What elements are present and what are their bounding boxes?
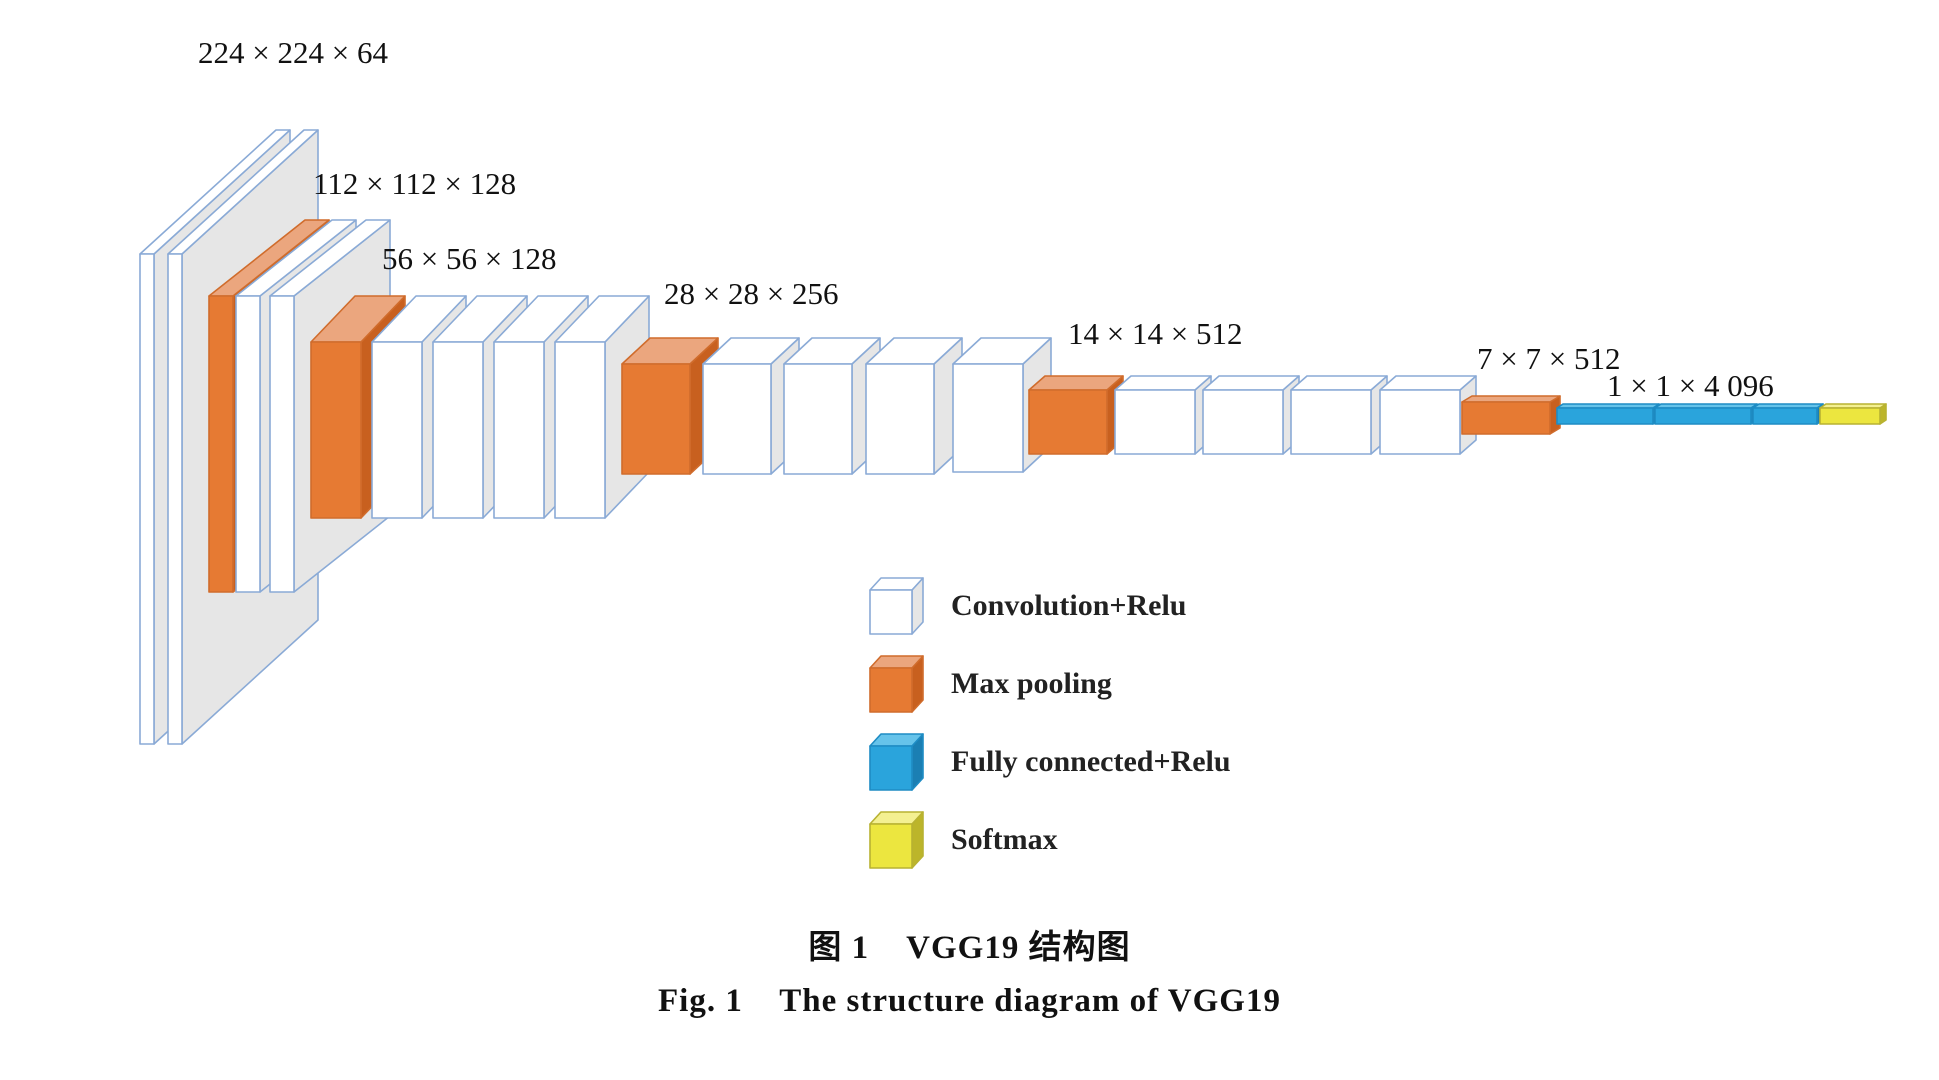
conv-block4-layer2	[783, 337, 881, 475]
conv-block5-layer2-front	[1202, 389, 1284, 455]
conv-block4-layer4-front	[952, 363, 1024, 473]
legend-swatch-max-pooling	[869, 655, 924, 713]
figure-caption-chinese: 图 1 VGG19 结构图	[808, 930, 1131, 966]
conv-block5-layer1	[1114, 375, 1212, 455]
conv-block1-layer2-front	[167, 253, 183, 745]
fully-connected-layer2	[1654, 403, 1758, 425]
pool-block4-top	[1028, 375, 1124, 391]
legend-swatch-fully-connected	[869, 733, 924, 791]
pool-block5-front	[1461, 401, 1551, 435]
legend-swatches	[869, 577, 924, 869]
pool-block3-front	[621, 363, 691, 475]
conv-block5-layer1-front	[1114, 389, 1196, 455]
dimension-label-14: 14 × 14 × 512	[1068, 316, 1242, 351]
conv-block5-layer2-top	[1202, 375, 1300, 391]
conv-block2-layer1-front	[235, 295, 261, 593]
softmax-layer	[1819, 403, 1887, 425]
dimension-label-7: 7 × 7 × 512	[1477, 341, 1620, 376]
pool-block2-front	[310, 341, 362, 519]
fully-connected-layer1-front	[1556, 407, 1654, 425]
conv-block3-layer4-front	[554, 341, 606, 519]
conv-block5-layer3-front	[1290, 389, 1372, 455]
softmax-layer-front	[1819, 407, 1881, 425]
conv-block4-layer3	[865, 337, 963, 475]
conv-block3-layer1-front	[371, 341, 423, 519]
conv-block4-layer1-front	[702, 363, 772, 475]
legend-swatch-convolution-front	[869, 589, 913, 635]
legend: Convolution+Relu Max pooling Fully conne…	[869, 577, 1231, 869]
network-layers	[139, 129, 1887, 745]
pool-block3	[621, 337, 719, 475]
dimension-label-28: 28 × 28 × 256	[664, 276, 838, 311]
legend-label-softmax: Softmax	[951, 823, 1058, 856]
conv-block5-layer3	[1290, 375, 1388, 455]
figure-caption-english: Fig. 1 The structure diagram of VGG19	[658, 983, 1281, 1019]
conv-block5-layer3-top	[1290, 375, 1388, 391]
conv-block5-layer1-top	[1114, 375, 1212, 391]
pool-block4-front	[1028, 389, 1108, 455]
conv-block5-layer2	[1202, 375, 1300, 455]
pool-block4	[1028, 375, 1124, 455]
conv-block5-layer4-top	[1379, 375, 1477, 391]
pool-block5-top	[1461, 395, 1561, 403]
fully-connected-layer1	[1556, 403, 1660, 425]
fully-connected-layer3	[1752, 403, 1824, 425]
vgg19-structure-diagram: 224 × 224 × 64 112 × 112 × 128 56 × 56 ×…	[139, 35, 1887, 869]
fully-connected-layer3-front	[1752, 407, 1818, 425]
legend-swatch-softmax-front	[869, 823, 913, 869]
dimension-labels: 224 × 224 × 64 112 × 112 × 128 56 × 56 ×…	[198, 35, 1774, 403]
dimension-label-224: 224 × 224 × 64	[198, 35, 388, 70]
legend-swatch-softmax	[869, 811, 924, 869]
conv-block1-layer1-front	[139, 253, 155, 745]
legend-swatch-fully-connected-front	[869, 745, 913, 791]
legend-label-max-pooling: Max pooling	[951, 667, 1112, 700]
conv-block3-layer3-front	[493, 341, 545, 519]
conv-block5-layer4-front	[1379, 389, 1461, 455]
legend-label-fully-connected: Fully connected+Relu	[951, 745, 1231, 778]
conv-block3-layer2-front	[432, 341, 484, 519]
dimension-label-112: 112 × 112 × 128	[313, 166, 516, 201]
legend-swatch-convolution	[869, 577, 924, 635]
legend-label-convolution: Convolution+Relu	[951, 589, 1186, 622]
conv-block4-layer3-front	[865, 363, 935, 475]
conv-block2-layer2-front	[269, 295, 295, 593]
dimension-label-56: 56 × 56 × 128	[382, 241, 556, 276]
dimension-label-1: 1 × 1 × 4 096	[1607, 368, 1774, 403]
legend-swatch-max-pooling-front	[869, 667, 913, 713]
fully-connected-layer2-front	[1654, 407, 1752, 425]
pool-block5	[1461, 395, 1561, 435]
conv-block4-layer2-front	[783, 363, 853, 475]
pool-block1-front	[208, 295, 234, 593]
